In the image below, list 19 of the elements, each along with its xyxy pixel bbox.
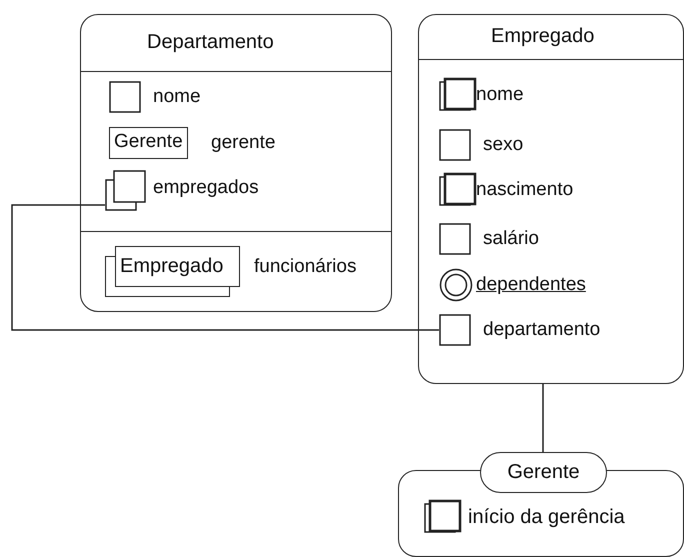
class-box (418, 14, 684, 384)
attribute-label: salário (483, 228, 539, 250)
attribute-label: nascimento (476, 179, 574, 201)
connector-line (542, 384, 544, 452)
class-box (80, 14, 392, 312)
type-box: Empregado (115, 246, 240, 287)
attribute-label: departamento (483, 319, 600, 341)
attribute-label: sexo (483, 134, 524, 156)
attribute-label: gerente (211, 132, 276, 154)
attribute-label: funcionários (254, 256, 356, 278)
type-box: Gerente (109, 127, 188, 159)
class-name: Empregado (491, 25, 594, 47)
attribute-label: dependentes (476, 274, 586, 296)
class-name: Departamento (147, 31, 274, 53)
class-name-pill: Gerente (480, 452, 607, 493)
attribute-label: empregados (153, 177, 259, 199)
attribute-label: início da gerência (468, 506, 625, 528)
attribute-label: nome (153, 86, 201, 108)
attribute-label: nome (476, 84, 524, 106)
